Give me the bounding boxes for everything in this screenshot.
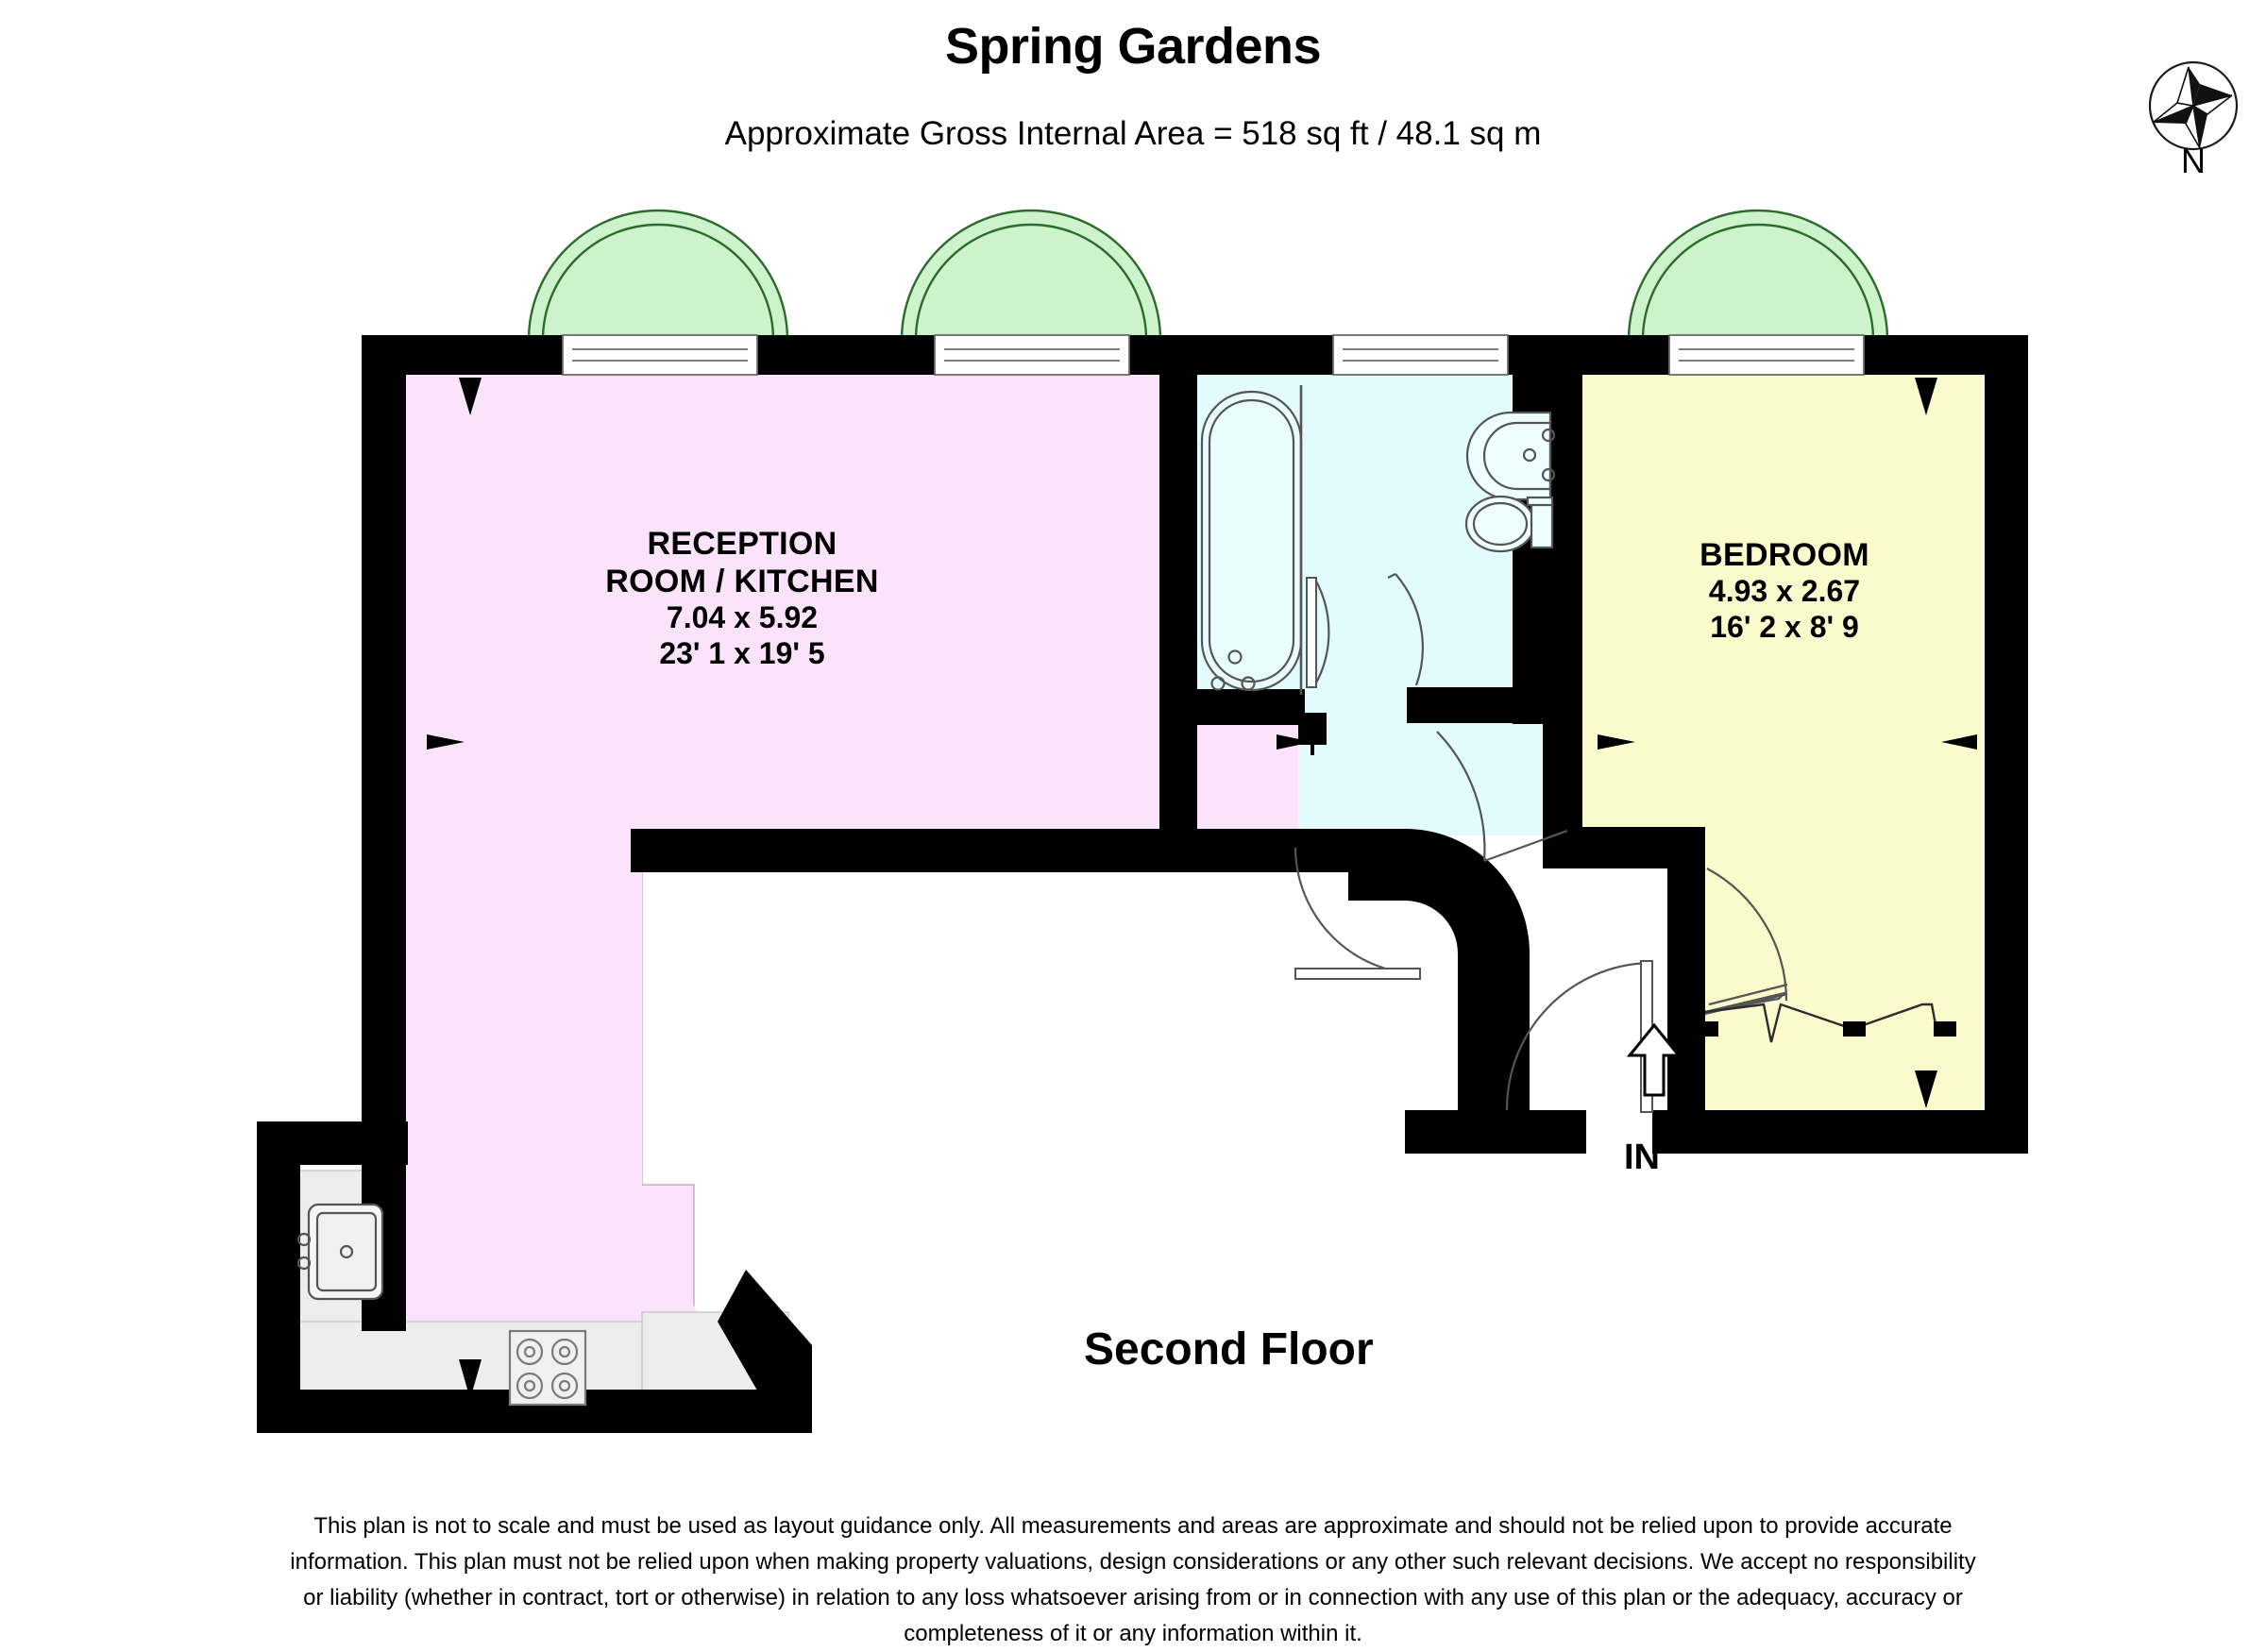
dimension-arrow-icon [427, 378, 1977, 1399]
floor-level-label: Second Floor [1084, 1324, 1374, 1374]
bathtub-icon [1200, 385, 1303, 695]
wash-basin-icon [1465, 411, 1556, 501]
bedroom-imperial: 16' 2 x 8' 9 [1710, 609, 1859, 644]
reception-metric: 7.04 x 5.92 [666, 600, 819, 635]
room-label-bedroom: BEDROOM 4.93 x 2.67 16' 2 x 8' 9 [1596, 536, 1973, 646]
entry-in-label: IN [1624, 1138, 1660, 1177]
kitchen-counter [292, 1170, 789, 1408]
compass-north-label: N [2181, 142, 2206, 180]
disclaimer-text: This plan is not to scale and must be us… [290, 1513, 1976, 1646]
compass-rose-icon [2148, 60, 2239, 151]
bay-window-icon [527, 209, 1889, 342]
hob-icon [508, 1329, 587, 1407]
room-fill-bathroom-lower [1298, 722, 1550, 835]
room-fill-reception-splay [642, 1241, 699, 1312]
walls [257, 335, 2028, 1433]
bedroom-name: BEDROOM [1700, 537, 1869, 573]
toilet-icon [1464, 495, 1554, 553]
reception-name-line1: RECEPTION [647, 526, 837, 562]
window-icon [562, 334, 1865, 376]
gross-area-subtitle: Approximate Gross Internal Area = 518 sq… [724, 115, 1542, 152]
room-fill-bedroom [1579, 373, 1983, 1128]
room-label-reception: RECEPTION ROOM / KITCHEN 7.04 x 5.92 23'… [525, 525, 959, 672]
reception-imperial: 23' 1 x 19' 5 [659, 635, 825, 670]
page-title: Spring Gardens [944, 18, 1322, 75]
up-arrow-icon [1626, 1022, 1683, 1097]
room-fill-reception-lower [406, 1185, 642, 1322]
kitchen-sink-icon [296, 1203, 384, 1301]
room-fill-reception-ext [406, 373, 1298, 1312]
wardrobe-icon [1698, 1003, 1956, 1043]
reception-name-line2: ROOM / KITCHEN [605, 564, 879, 600]
bedroom-metric: 4.93 x 2.67 [1708, 574, 1861, 609]
